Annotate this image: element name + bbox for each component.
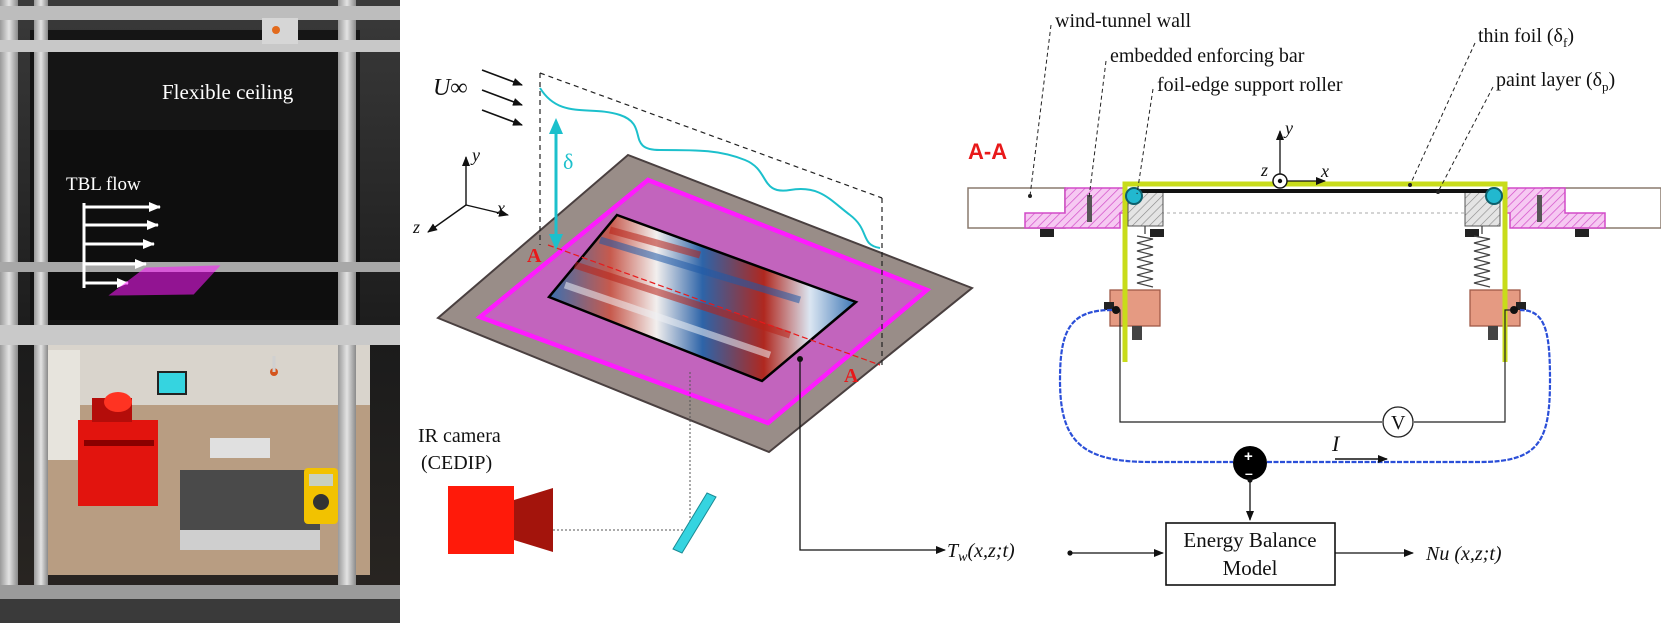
ir-camera-body bbox=[448, 486, 514, 554]
voltmeter-wire-left bbox=[1116, 309, 1382, 423]
foot-right-1 bbox=[1465, 229, 1479, 237]
schematic-axis-z: z bbox=[412, 217, 420, 237]
z-axis-dot bbox=[1277, 178, 1283, 184]
voltmeter-label: V bbox=[1391, 412, 1406, 434]
photo-floor bbox=[0, 599, 400, 623]
energy-balance-box bbox=[1165, 522, 1336, 586]
frame-rail-upper bbox=[0, 40, 400, 52]
node-right bbox=[1510, 306, 1518, 314]
ir-camera-lens bbox=[514, 488, 553, 552]
roller-leader bbox=[1136, 88, 1154, 195]
foil-leader bbox=[1409, 42, 1476, 186]
frame-post-left bbox=[0, 0, 18, 600]
wall-leader bbox=[1029, 24, 1052, 197]
current-label: I bbox=[1331, 431, 1341, 456]
voltmeter-wire-right bbox=[1414, 309, 1510, 423]
frame-rail-top bbox=[0, 6, 400, 20]
ir-camera-label-line2: (CEDIP) bbox=[421, 452, 492, 474]
delta-arrow-head-bottom bbox=[549, 234, 563, 250]
wall-leader-dot bbox=[1028, 194, 1032, 198]
frame-rail-bottom bbox=[0, 585, 400, 599]
photo-ceiling-label: Flexible ceiling bbox=[162, 80, 294, 104]
bl-plane bbox=[539, 72, 883, 365]
foil-label: thin foil (δf) bbox=[1478, 25, 1574, 50]
section-line bbox=[547, 244, 881, 366]
clamp-knob bbox=[272, 26, 280, 34]
roller-label: foil-edge support roller bbox=[1157, 74, 1343, 96]
wall-label: wind-tunnel wall bbox=[1055, 10, 1192, 32]
power-source-plus-icon: + bbox=[1244, 448, 1253, 465]
setup-photo: Flexible ceiling TBL flow bbox=[0, 0, 400, 623]
section-axis-x: x bbox=[1320, 161, 1329, 181]
ir-camera-label-line1: IR camera bbox=[418, 425, 501, 447]
model-label-line2: Model bbox=[1223, 556, 1278, 580]
section-title: A-A bbox=[968, 139, 1007, 164]
section-axis-y: y bbox=[1283, 118, 1293, 138]
frame-rail-lower bbox=[0, 325, 400, 345]
freestream-label: U∞ bbox=[433, 75, 467, 101]
photo-ir-camera bbox=[78, 392, 158, 506]
roller-right bbox=[1485, 187, 1503, 205]
section-marker-right: A bbox=[844, 365, 859, 387]
foot-left-2 bbox=[1150, 229, 1164, 237]
foot-right-2 bbox=[1575, 229, 1589, 237]
paint-leader bbox=[1437, 86, 1494, 193]
nu-label: Nu (x,z;t) bbox=[1425, 543, 1502, 565]
power-source bbox=[1233, 446, 1267, 480]
section-axis-z: z bbox=[1260, 160, 1268, 180]
photo-power-supply bbox=[180, 470, 320, 550]
clamp bbox=[262, 18, 298, 44]
tw-arrow bbox=[799, 359, 946, 554]
clamp-bolt-left bbox=[1132, 326, 1142, 340]
bar-leader bbox=[1088, 60, 1107, 199]
model-label-line1: Energy Balance bbox=[1183, 528, 1316, 552]
photo-table bbox=[210, 438, 270, 458]
frame-post-left-inner bbox=[34, 0, 48, 600]
map-streaks bbox=[563, 226, 802, 359]
section-marker-left: A bbox=[527, 245, 542, 267]
energy-balance-flow: Energy Balance Model Nu (x,z;t) bbox=[1067, 522, 1502, 586]
clamp-bolt-right bbox=[1488, 326, 1498, 340]
current-wire-left bbox=[1058, 308, 1233, 464]
foot-left-1 bbox=[1040, 229, 1054, 237]
photo-multimeter bbox=[304, 468, 338, 524]
tbl-profile-arrows bbox=[82, 202, 161, 288]
schematic-axis-x: x bbox=[496, 198, 505, 218]
flat-plate-schematic: U∞ y x z A A bbox=[412, 69, 974, 554]
foil-leader-dot bbox=[1408, 183, 1412, 187]
photo-mirror bbox=[157, 371, 187, 395]
photo-test-plate bbox=[108, 265, 221, 296]
bar-label: embedded enforcing bar bbox=[1110, 45, 1305, 67]
node-left bbox=[1112, 306, 1120, 314]
current-wire-right bbox=[1267, 308, 1552, 464]
lower-wall bbox=[40, 345, 370, 405]
power-source-minus-icon: – bbox=[1245, 465, 1253, 481]
photo-tbl-label: TBL flow bbox=[66, 174, 141, 195]
bar-screw-right bbox=[1537, 195, 1542, 222]
power-to-model-dot bbox=[1247, 477, 1253, 483]
delta-label: δ bbox=[563, 149, 573, 174]
spring-right bbox=[1473, 226, 1491, 288]
clamp-nut-left bbox=[1104, 302, 1114, 310]
cross-section: A-A bbox=[967, 10, 1661, 521]
paint-label: paint layer (δp) bbox=[1496, 69, 1615, 94]
schematic-axis-y: y bbox=[470, 145, 480, 165]
voltmeter bbox=[1382, 406, 1414, 438]
spring-left bbox=[1136, 226, 1154, 288]
schematic-axes bbox=[427, 156, 509, 233]
roller-left bbox=[1125, 187, 1143, 205]
thin-foil bbox=[1122, 181, 1508, 362]
bl-edge-curve bbox=[539, 87, 881, 249]
freestream-arrows bbox=[481, 69, 523, 126]
tw-label: Tw(x,z;t) bbox=[947, 540, 1015, 565]
bar-screw-left bbox=[1087, 195, 1092, 222]
clamp-nut-right bbox=[1516, 302, 1526, 310]
temperature-map bbox=[546, 213, 859, 383]
ir-mirror bbox=[672, 492, 717, 554]
delta-arrow-head-top bbox=[549, 118, 563, 134]
section-axes bbox=[1276, 130, 1326, 185]
frame-post-right bbox=[338, 0, 356, 600]
paint-leader-dot bbox=[1436, 190, 1440, 194]
